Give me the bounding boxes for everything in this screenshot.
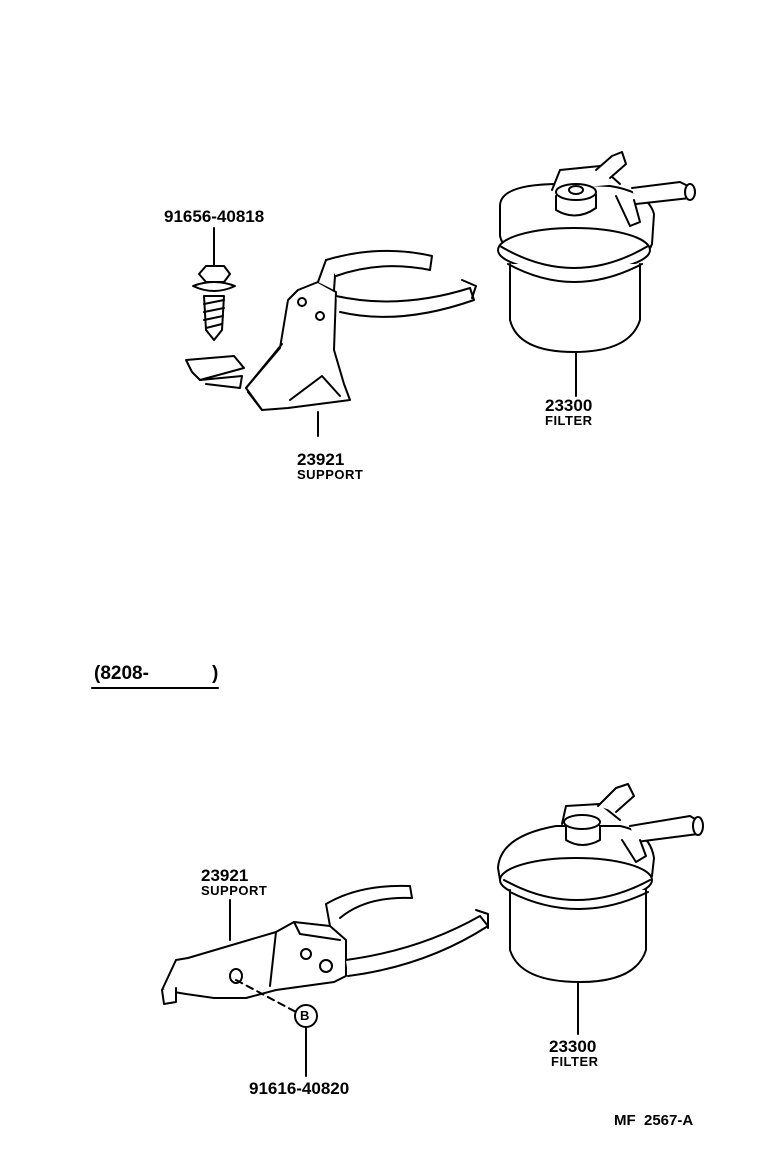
upper-bolt-part-number: 91656-40818 bbox=[164, 207, 265, 226]
upper-support-bracket-drawing bbox=[185, 249, 477, 437]
lower-filter-drawing bbox=[497, 783, 704, 1035]
lower-support-name: SUPPORT bbox=[201, 883, 268, 898]
lower-filter-name: FILTER bbox=[551, 1054, 599, 1069]
production-range-close: ) bbox=[212, 663, 219, 684]
lower-support-bracket-drawing bbox=[161, 884, 489, 1077]
production-range-label: (8208- bbox=[94, 663, 149, 684]
upper-filter-drawing bbox=[497, 151, 696, 397]
upper-support-part-number: 23921 bbox=[297, 450, 345, 469]
lower-support-part-number: 23921 bbox=[201, 866, 249, 885]
lower-filter-part-number: 23300 bbox=[549, 1037, 597, 1056]
upper-bolt-drawing bbox=[192, 227, 236, 341]
diagram-code: MF 2567-A bbox=[614, 1112, 694, 1129]
upper-filter-name: FILTER bbox=[545, 413, 593, 428]
lower-bolt-part-number: 91616-40820 bbox=[249, 1079, 350, 1098]
callout-b-letter: B bbox=[300, 1008, 310, 1023]
upper-filter-part-number: 23300 bbox=[545, 396, 593, 415]
upper-support-name: SUPPORT bbox=[297, 467, 364, 482]
